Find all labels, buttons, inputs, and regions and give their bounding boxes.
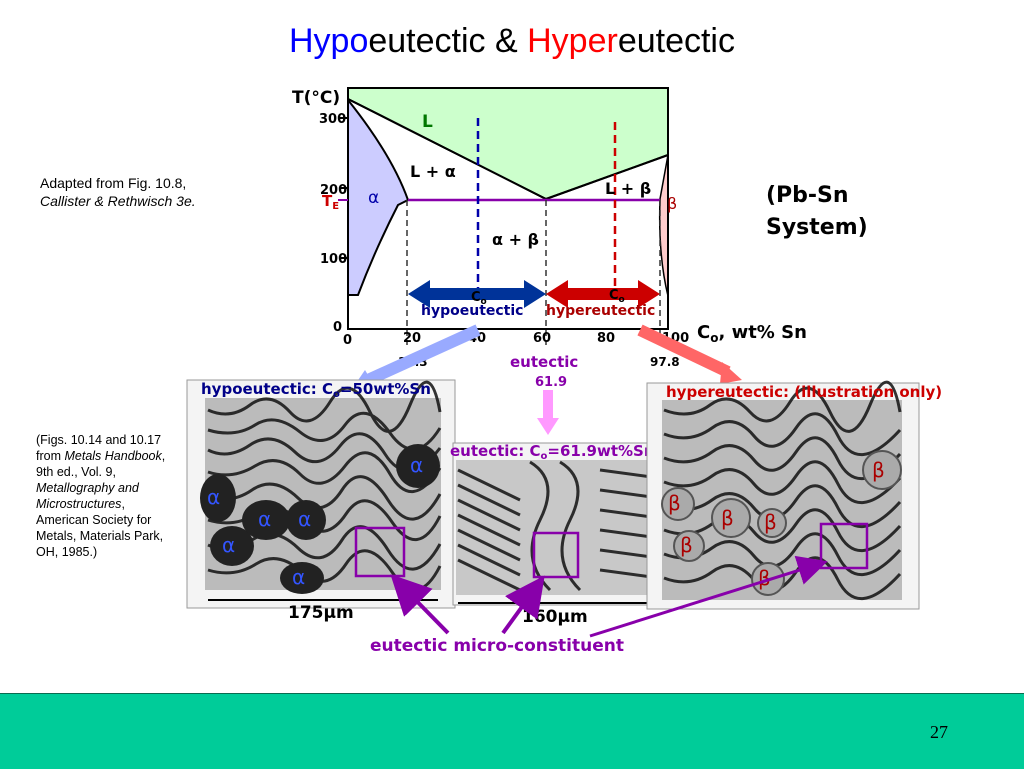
hypo-alpha-label-3: α: [258, 507, 271, 531]
title-hyper: Hyper: [527, 22, 618, 60]
x-tick-label-60: 60: [533, 331, 551, 346]
hyper-caption: hypereutectic: (illustration only): [666, 383, 942, 401]
te-label: TE: [322, 192, 339, 212]
credit-part3: , 9th ed., Vol. 9,: [36, 449, 166, 479]
arrow-to-hyper: [637, 324, 731, 378]
label-alpha-beta: α + β: [492, 230, 539, 249]
diagram-frame: [347, 87, 669, 330]
system-label-line2: System): [766, 215, 868, 240]
label-L-alpha: L + α: [410, 162, 456, 181]
eutectic-label: eutectic: [510, 353, 578, 371]
alpha-region: [347, 97, 410, 296]
eutectic-scale-label: 160μm: [522, 607, 588, 627]
credit-part1: (Figs. 10.14 and 10.17 from: [36, 433, 162, 463]
hypo-micrograph: [186, 379, 456, 609]
y-tick-label-300: 300: [319, 112, 346, 127]
co-label-hypo: Co: [471, 290, 487, 307]
hypereutectic-arrow: [546, 280, 660, 308]
slide-title: Hypoeutectic & Hypereutectic: [0, 22, 1024, 61]
adapted-line1: Adapted from Fig. 10.8,: [40, 175, 187, 191]
pointer-hypo: [390, 574, 450, 635]
pointer-hyper: [589, 555, 828, 638]
x-tick-label-0: 0: [343, 333, 352, 348]
hypo-scale-label: 175μm: [288, 603, 354, 623]
hypo-alpha-label-4: α: [298, 507, 311, 531]
pointer-eutectic: [501, 575, 545, 635]
value-97-8: 97.8: [650, 355, 680, 369]
label-L-beta: L + β: [605, 179, 651, 198]
label-beta: β: [667, 194, 677, 213]
system-label: (Pb-Sn System): [766, 180, 868, 244]
y-tick-label-0: 0: [333, 320, 342, 335]
eutectic-constituent-label: eutectic micro-constituent: [370, 636, 624, 656]
hyper-beta-label-6: β: [872, 458, 885, 482]
hyper-micrograph: [646, 380, 920, 610]
hypo-alpha-label-1: α: [207, 485, 220, 509]
adapted-from-note: Adapted from Fig. 10.8, Callister & Reth…: [40, 174, 196, 210]
hypo-caption: hypoeutectic: Co=50wt%Sn: [201, 380, 431, 400]
hypoeutectic-label: hypoeutectic: [421, 303, 523, 319]
y-tick-label-200: 200: [320, 183, 347, 198]
eutectic-micrograph: [452, 442, 679, 606]
hyper-beta-label-3: β: [721, 506, 734, 530]
page-number: 27: [930, 722, 948, 742]
x-tick-label-20: 20: [403, 331, 421, 346]
hypo-alpha-label-6: α: [410, 453, 423, 477]
footer-bar: [0, 693, 1024, 769]
hypo-alpha-label-5: α: [292, 565, 305, 589]
arrow-to-hyper-head: [720, 362, 742, 384]
hypereutectic-label: hypereutectic: [546, 303, 655, 319]
hyper-beta-label-1: β: [668, 491, 681, 515]
co-label-hyper: Co: [609, 288, 625, 305]
phase-diagram: T(°C) 300 200 100 0 TE 0 20 40 60 80 100…: [186, 87, 942, 638]
y-tick-label-100: 100: [320, 252, 347, 267]
y-axis-label: T(°C): [292, 88, 340, 108]
hyper-beta-label-2: β: [680, 533, 693, 557]
hypo-alpha-label-2: α: [222, 533, 235, 557]
credit-metallography: Metallography and Microstructures: [36, 481, 139, 511]
label-alpha: α: [368, 188, 379, 208]
arrow-to-hypo: [365, 324, 481, 386]
arrow-to-eutectic-head: [537, 418, 559, 435]
title-eutectic: eutectic: [617, 22, 735, 60]
credit-part5: , American Society for Metals, Materials…: [36, 497, 164, 559]
system-label-line1: (Pb-Sn: [766, 183, 849, 208]
eutectic-caption: eutectic: Co=61.9wt%Sn: [450, 442, 655, 462]
eutectic-value: 61.9: [535, 375, 567, 390]
beta-region: [658, 154, 669, 297]
adapted-line2: Callister & Rethwisch 3e.: [40, 193, 196, 209]
hyper-beta-label-5: β: [758, 566, 771, 590]
x-axis-label: Co, wt% Sn: [697, 322, 807, 345]
title-eutectic-and: eutectic &: [368, 22, 528, 60]
title-hypo: Hypo: [288, 22, 369, 60]
x-tick-label-80: 80: [597, 331, 615, 346]
credit-metals-handbook: Metals Handbook: [64, 449, 162, 463]
label-L: L: [422, 112, 433, 132]
hypoeutectic-arrow: [408, 280, 546, 308]
hyper-beta-label-4: β: [764, 510, 777, 534]
figures-credit: (Figs. 10.14 and 10.17 from Metals Handb…: [36, 432, 176, 560]
